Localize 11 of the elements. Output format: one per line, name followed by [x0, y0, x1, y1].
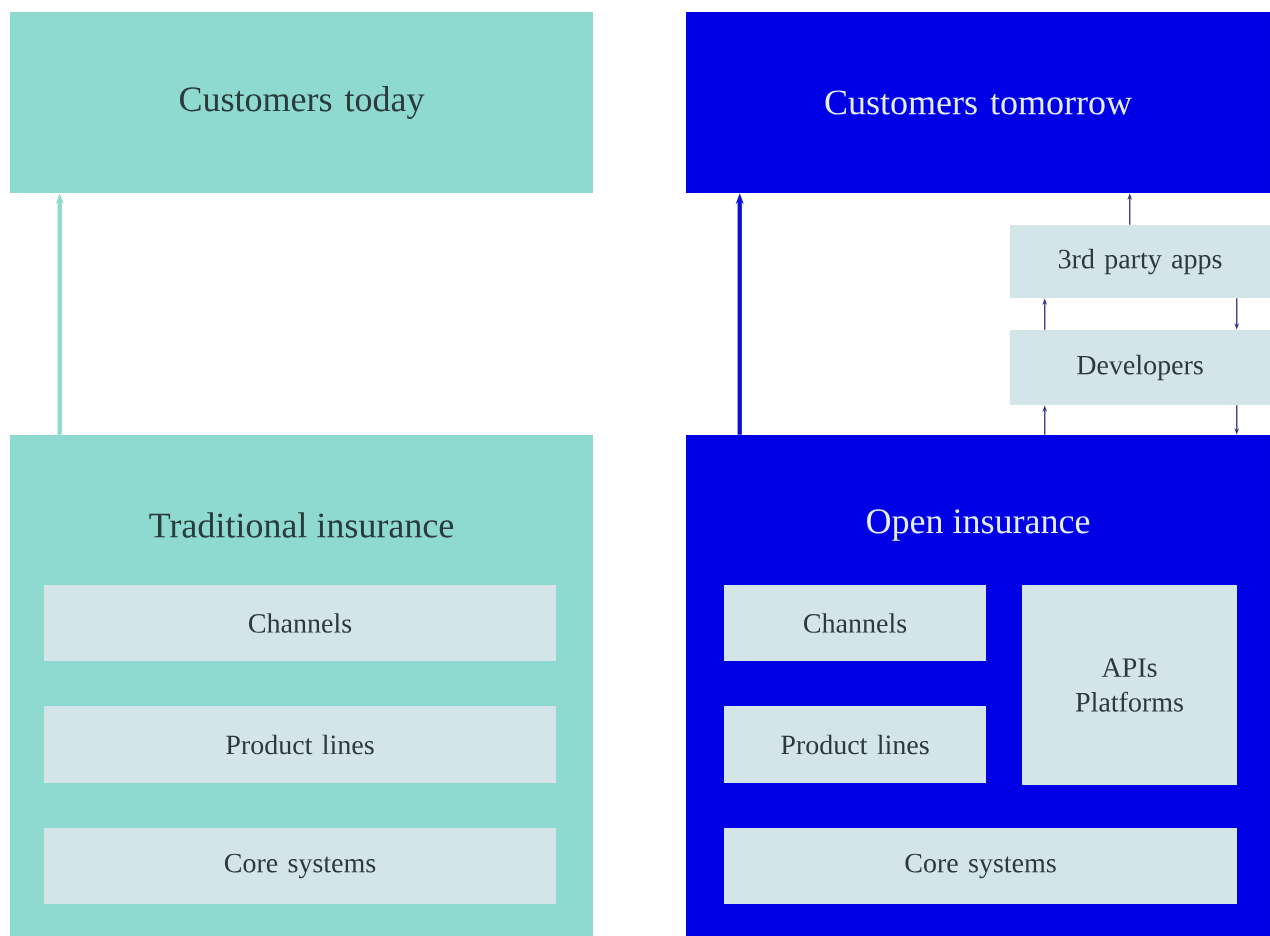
layer-box: 3rd party apps [1010, 225, 1270, 298]
layer-box: Core systems [44, 828, 556, 904]
heading-box: Customers today [10, 12, 593, 193]
layer-box: Channels [724, 585, 986, 661]
layer-box: Developers [1010, 330, 1270, 405]
heading-box: Customers tomorrow [686, 12, 1270, 193]
layer-box: Product lines [44, 706, 556, 783]
layer-box: Product lines [724, 706, 986, 783]
layer-box: Channels [44, 585, 556, 661]
layer-box: APIs Platforms [1022, 585, 1237, 785]
layer-box: Core systems [724, 828, 1237, 904]
